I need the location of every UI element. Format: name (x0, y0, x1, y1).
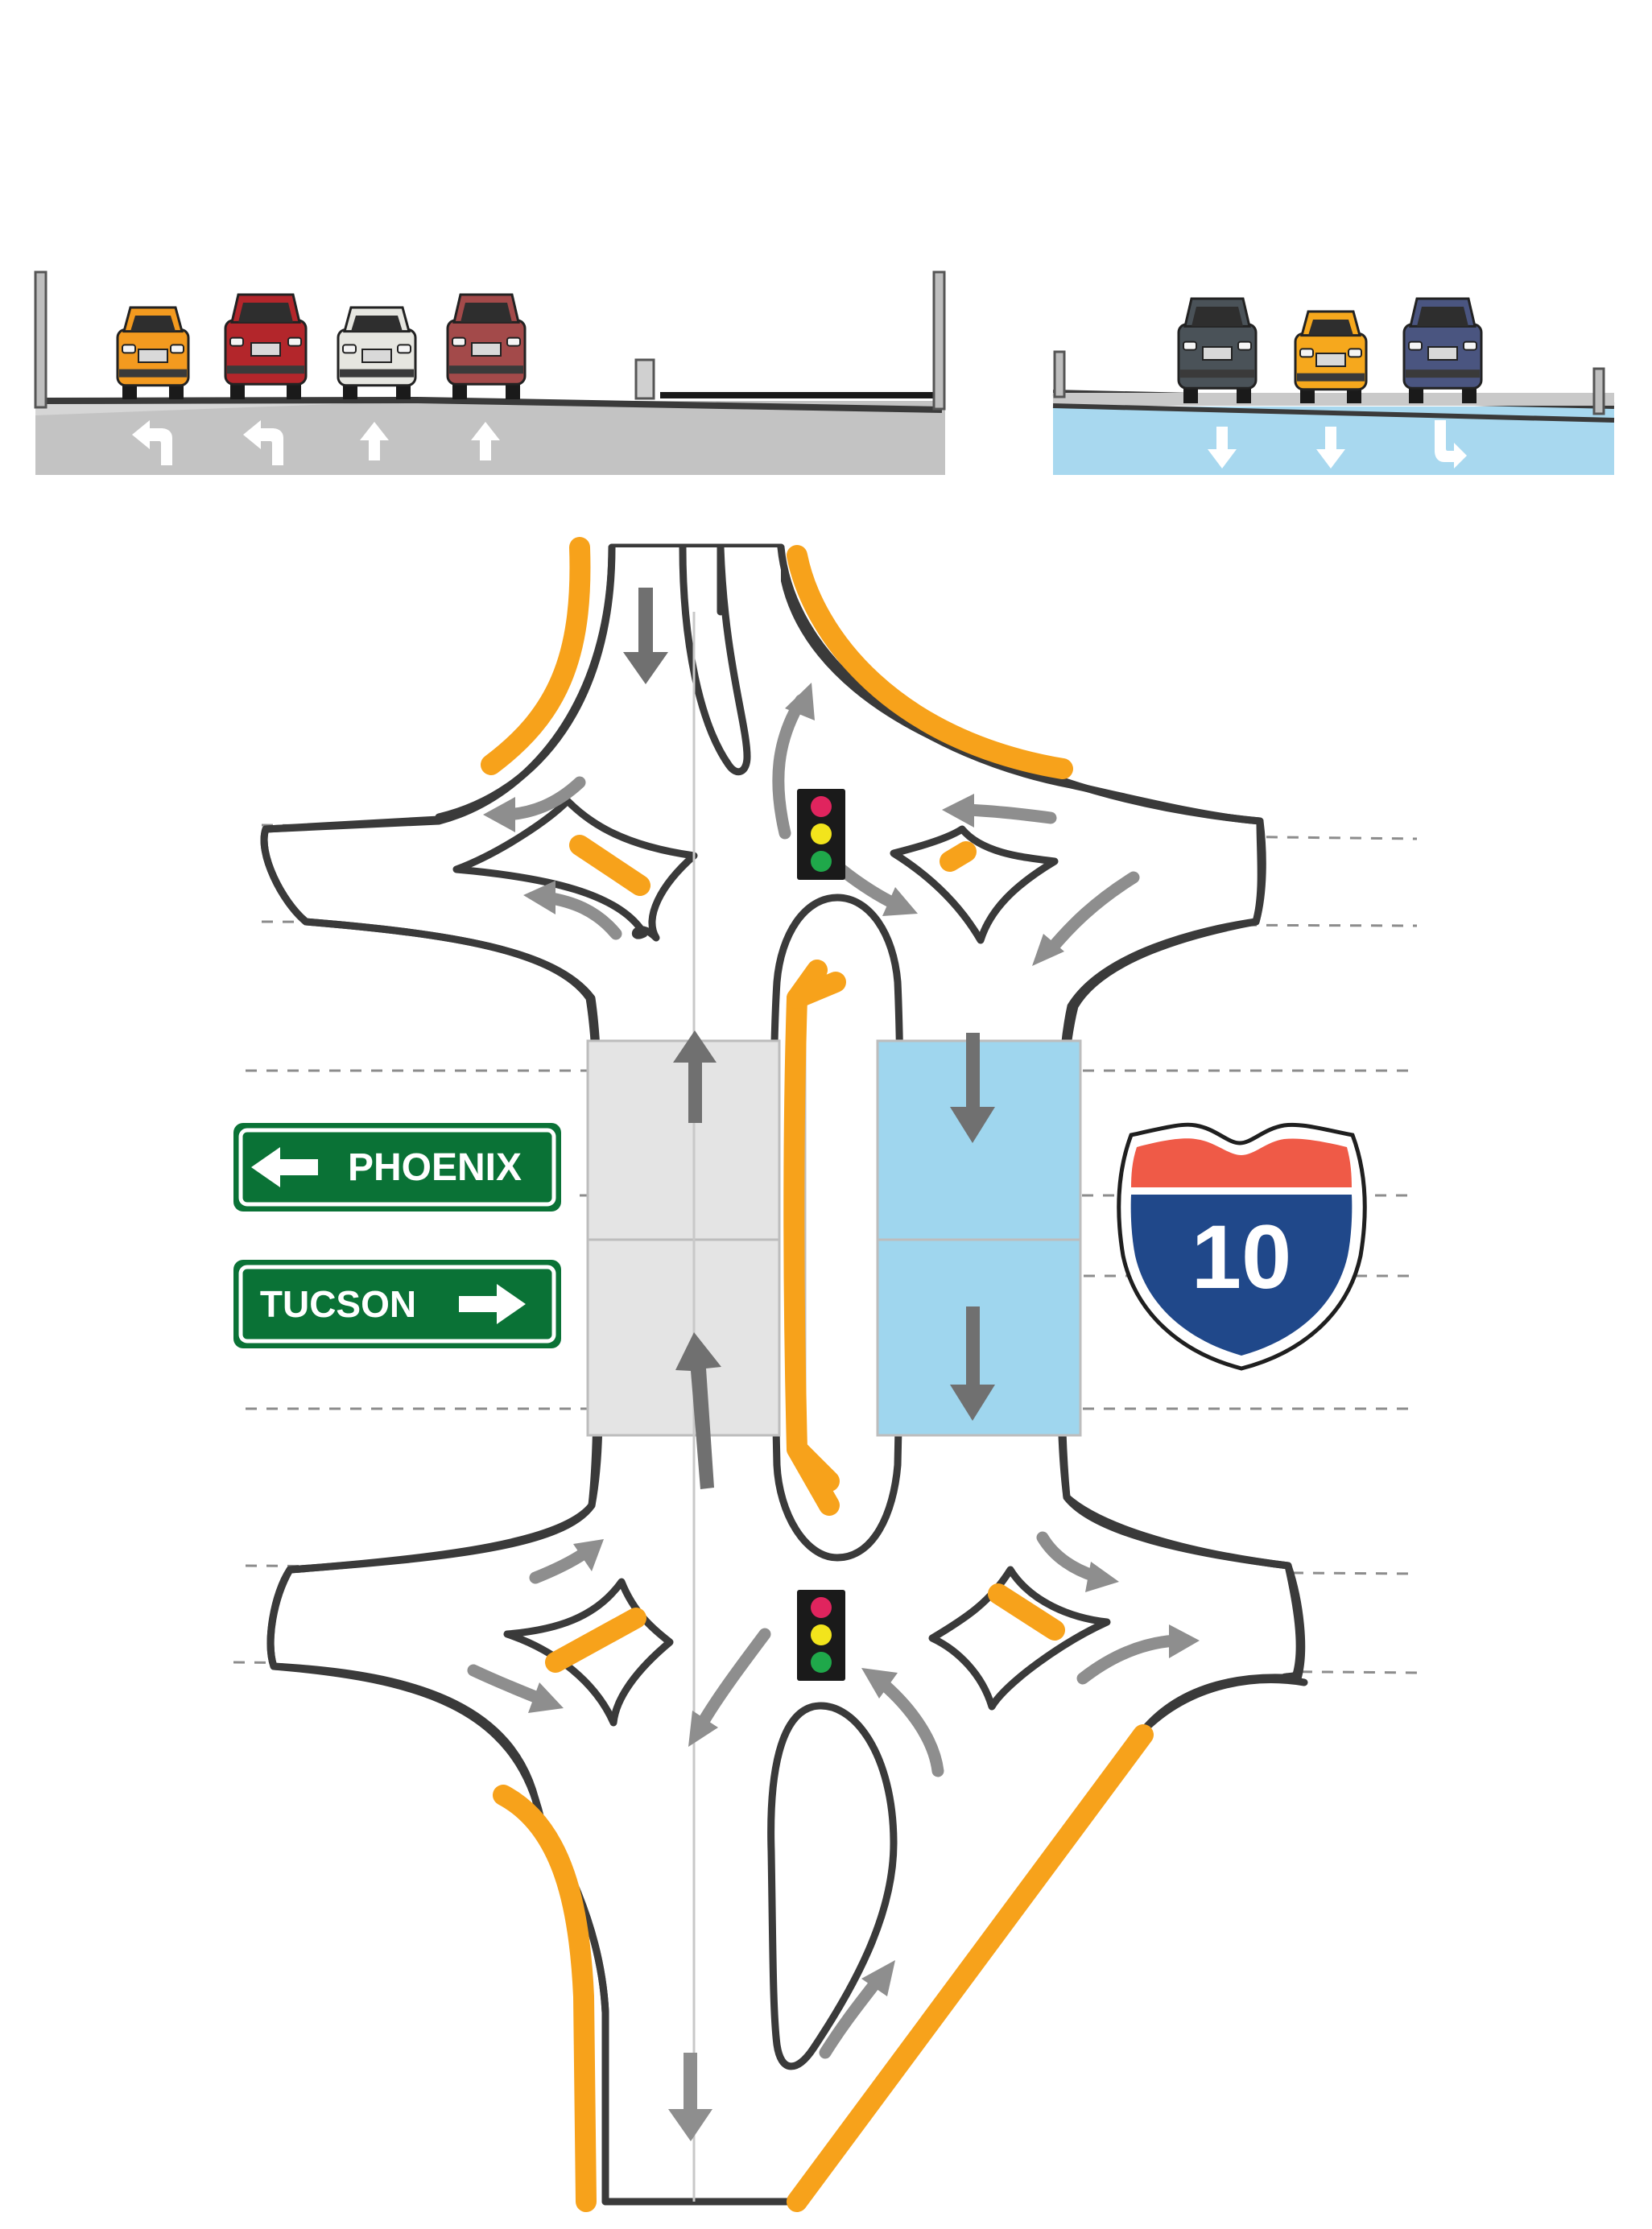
north-approach (679, 543, 751, 776)
bridge-decks (586, 1039, 1082, 1437)
cross-section-left (34, 270, 946, 475)
northeast-corner-island (890, 825, 1059, 944)
north-approach-down-arrow (623, 588, 668, 684)
flow-arrows (467, 683, 1200, 2059)
right-section-left-barrier (1053, 350, 1066, 398)
deck-right-down-arrow-2 (950, 1306, 995, 1421)
cross-section-right (1052, 297, 1615, 475)
deck-left-up-arrow-1 (673, 1030, 717, 1123)
left-turn-lane-arrow-icon (132, 420, 172, 465)
through-lane-arrow-icon (471, 422, 500, 460)
interstate-number: 10 (1192, 1207, 1292, 1307)
minivan-vehicle (337, 306, 417, 399)
through-lane-arrow-icon (360, 422, 389, 460)
compact-car-vehicle (1294, 310, 1368, 403)
direction-arrows (623, 588, 995, 2141)
signal-red-light (811, 1597, 832, 1618)
phoenix-sign-label: PHOENIX (348, 1146, 522, 1189)
left-turn-lane-arrow-icon (243, 420, 283, 465)
tucson-sign: TUCSON (233, 1260, 561, 1348)
right-arrow-icon (459, 1284, 526, 1324)
south-teardrop-island (767, 1702, 898, 2070)
pickup-truck-vehicle (1402, 297, 1483, 403)
right-barrier-wall (932, 270, 946, 411)
bridge-deck-left (586, 1039, 781, 1437)
traffic-signal-north (797, 789, 845, 880)
interstate-10-shield: 10 (1117, 1122, 1367, 1371)
traffic-signal-south (797, 1590, 845, 1681)
left-arrow-icon (251, 1147, 318, 1187)
south-exit-down-arrow (668, 2053, 712, 2141)
right-turn-lane-arrow-icon (1435, 420, 1467, 469)
through-lane-arrow-icon (1316, 427, 1345, 469)
deck-right-down-arrow-1 (950, 1033, 995, 1143)
signal-red-light (811, 796, 832, 817)
signal-green-light (811, 851, 832, 872)
signal-green-light (811, 1652, 832, 1673)
tucson-sign-label: TUCSON (260, 1283, 416, 1325)
signal-yellow-light (811, 823, 832, 844)
phoenix-sign: PHOENIX (233, 1123, 561, 1212)
compact-car-vehicle (116, 306, 190, 399)
median-barrier (634, 358, 655, 400)
right-section-right-barrier (1592, 367, 1605, 415)
northwest-corner-island (452, 797, 698, 942)
deck-left-up-arrow-2 (675, 1332, 721, 1489)
orange-curb-bands (481, 537, 1154, 2212)
left-barrier-wall (34, 270, 47, 409)
through-lane-arrow-icon (1208, 427, 1237, 469)
suv-vehicle (1177, 297, 1258, 403)
signal-yellow-light (811, 1624, 832, 1645)
pickup-truck-vehicle (446, 293, 527, 399)
van-vehicle (224, 293, 308, 399)
